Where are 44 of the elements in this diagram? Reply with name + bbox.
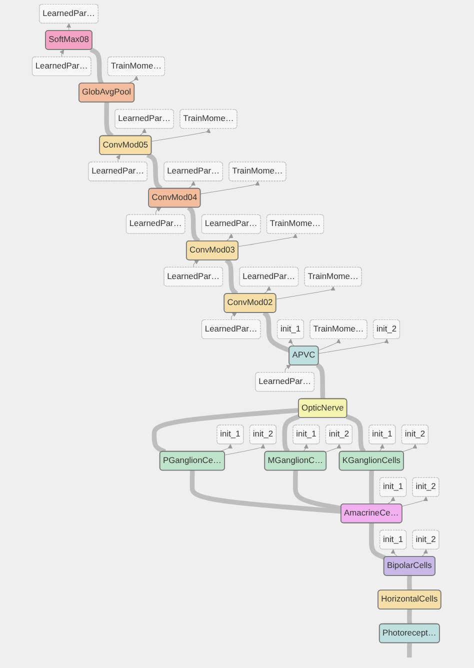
connector: [262, 310, 291, 353]
arrow: [194, 260, 200, 268]
arrow: [285, 364, 292, 373]
connector: [408, 608, 412, 626]
arrow: [156, 207, 162, 216]
connector: [408, 574, 412, 592]
arrow: [188, 181, 196, 189]
arrow: [304, 444, 309, 452]
arrow: [276, 286, 336, 300]
connector: [152, 408, 300, 454]
arrow: [318, 338, 390, 354]
connector: [294, 468, 342, 511]
arrow: [200, 181, 260, 194]
arrow: [326, 444, 342, 452]
arrow: [288, 338, 296, 347]
arrow: [220, 444, 233, 452]
arrow: [402, 496, 428, 507]
connector: [370, 521, 386, 560]
arrow: [116, 154, 121, 163]
connector: [146, 152, 164, 190]
arrow: [264, 286, 272, 294]
connector: [104, 100, 114, 138]
arrow: [402, 444, 418, 452]
arrow: [226, 234, 234, 242]
connector: [190, 468, 342, 514]
connector: [408, 641, 412, 660]
arrow: [391, 549, 399, 558]
connector: [370, 468, 374, 506]
arrow: [380, 444, 385, 452]
arrow: [232, 312, 238, 320]
arrow: [60, 50, 65, 58]
arrow: [152, 128, 212, 142]
connector: [90, 47, 104, 86]
arrow: [238, 234, 298, 247]
connector: [316, 363, 326, 401]
connector: [225, 258, 239, 296]
arrow: [66, 23, 72, 32]
connector: [346, 414, 366, 454]
arrow: [387, 496, 396, 504]
connector: [282, 414, 300, 454]
arrow: [225, 444, 266, 456]
arrow: [318, 338, 342, 351]
arrow: [139, 128, 148, 136]
arrow: [422, 549, 428, 558]
